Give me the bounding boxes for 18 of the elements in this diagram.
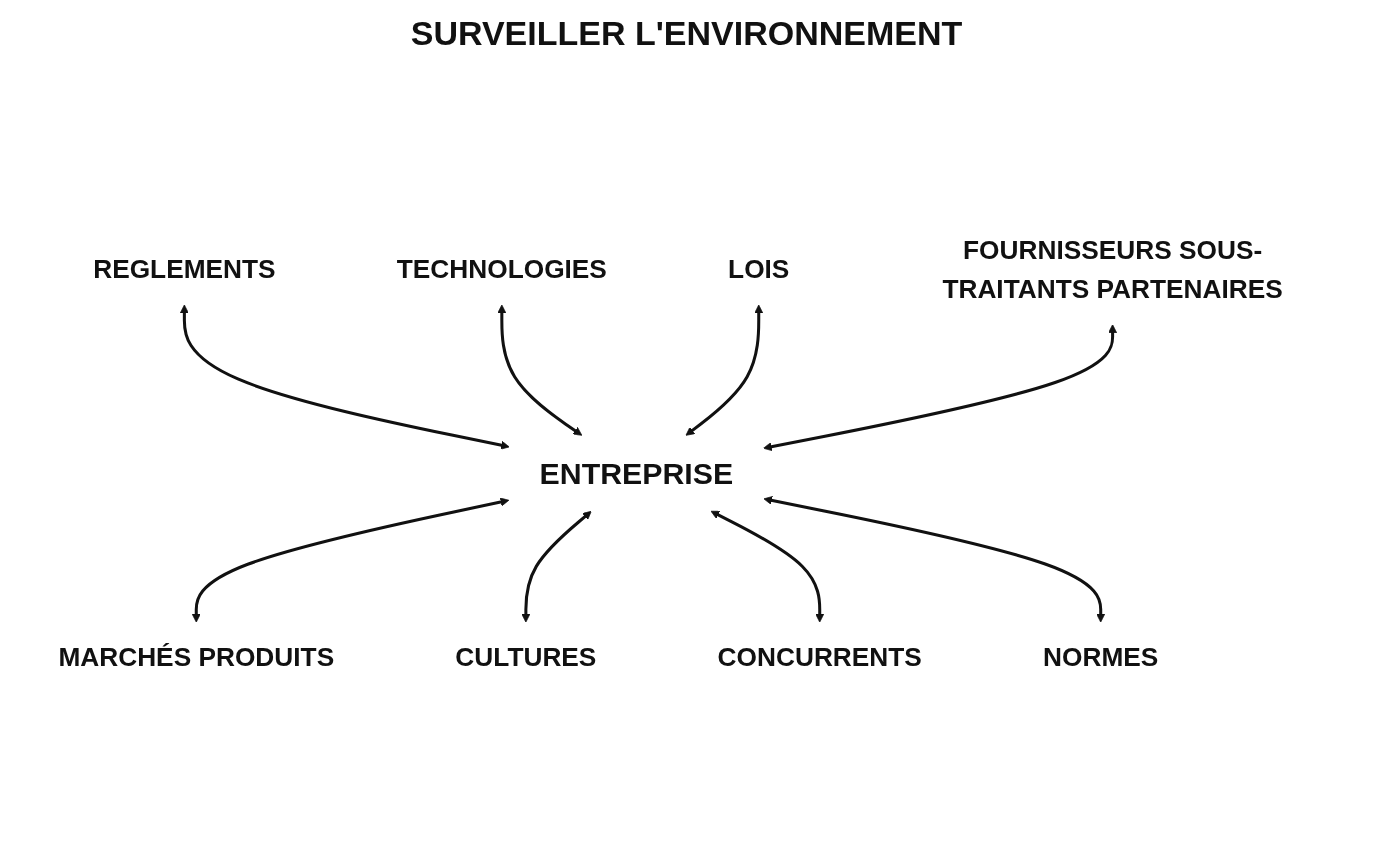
- node-text: CONCURRENTS: [717, 641, 922, 672]
- arrow: [763, 324, 1118, 452]
- arrow: [191, 497, 510, 623]
- arrow: [179, 304, 510, 450]
- node-text: CULTURES: [455, 641, 597, 672]
- arrow: [685, 304, 764, 436]
- node-text: LOIS: [728, 254, 790, 285]
- node-text: FOURNISSEURS SOUS-TRAITANTS PARTENAIRES: [942, 234, 1283, 305]
- arrow: [497, 304, 583, 436]
- arrow: [521, 510, 592, 623]
- node-text: ENTREPRISE: [539, 456, 734, 490]
- diagram-title: SURVEILLER L'ENVIRONNEMENT: [410, 14, 963, 53]
- arrow: [763, 496, 1106, 623]
- node-text: MARCHÉS PRODUITS: [58, 641, 335, 672]
- node-text: NORMES: [1043, 641, 1159, 672]
- arrow: [710, 510, 825, 623]
- node-text: REGLEMENTS: [93, 254, 276, 285]
- node-text: TECHNOLOGIES: [396, 254, 607, 285]
